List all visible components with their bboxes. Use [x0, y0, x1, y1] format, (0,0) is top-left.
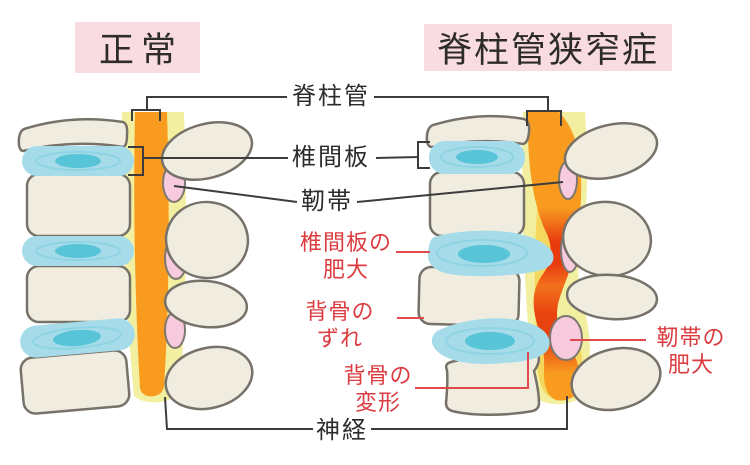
- right-spine-illustration: [417, 112, 662, 416]
- hypertrophied-disc: [427, 230, 554, 277]
- intervertebral-discs-stenosis: [427, 141, 554, 364]
- vertebral-bodies: [17, 117, 132, 415]
- title-stenosis: 脊柱管狭窄症: [424, 24, 672, 71]
- label-spinal-canal: 脊柱管: [292, 83, 370, 110]
- posterior-bones-stenosis: [561, 122, 662, 412]
- label-disc: 椎間板: [292, 144, 370, 171]
- label-nerve: 神経: [316, 417, 368, 444]
- label-vertebra-deformity: 背骨の 変形: [343, 363, 413, 415]
- nerve-band: [134, 112, 169, 397]
- vertebra-deformity-pointer: [415, 352, 529, 389]
- label-disc-hypertrophy: 椎間板の 肥大: [299, 230, 392, 282]
- connector-lines: [128, 96, 568, 430]
- hypertrophied-ligament: [549, 315, 583, 361]
- intervertebral-discs: [20, 146, 135, 358]
- title-normal: 正常: [75, 22, 200, 73]
- label-ligament-hypertrophy: 靭帯の 肥大: [656, 325, 726, 377]
- posterior-bones: [160, 121, 254, 411]
- label-ligament: 靭帯: [301, 188, 353, 215]
- bulging-disc: [431, 318, 550, 364]
- pointer-lines-red: [396, 251, 646, 389]
- left-spine-illustration: [17, 112, 254, 415]
- label-vertebra-slippage: 背骨の ずれ: [305, 299, 375, 351]
